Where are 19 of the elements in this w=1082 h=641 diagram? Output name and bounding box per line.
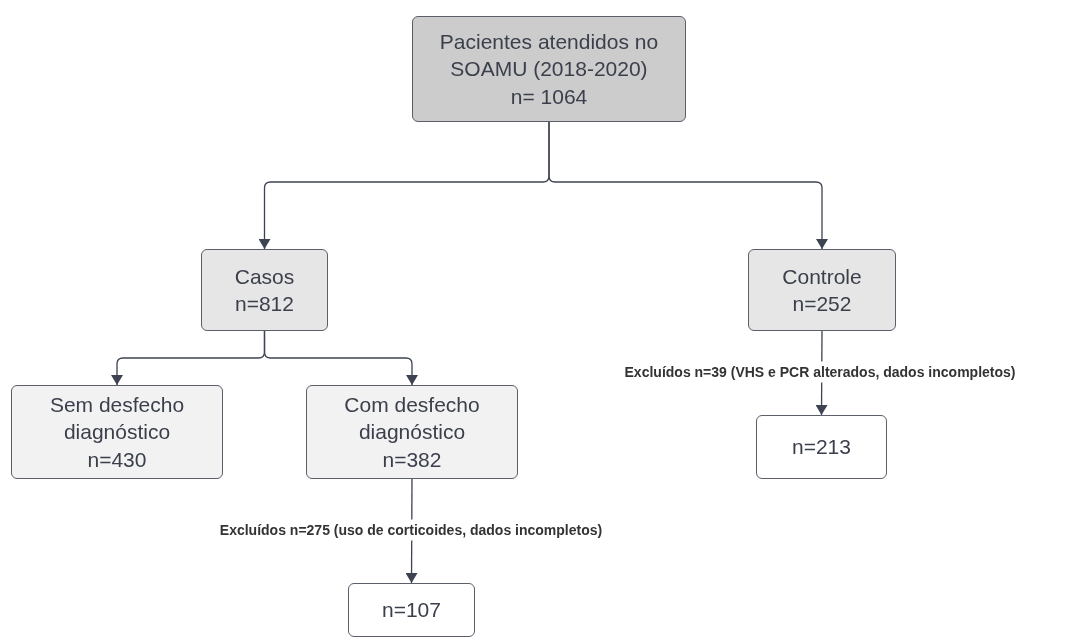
node-text: n= 1064 — [509, 83, 589, 110]
node-text: n=430 — [86, 446, 148, 473]
arrow — [548, 121, 828, 250]
process-box — [306, 385, 518, 479]
node-text: n=213 — [791, 434, 852, 461]
node-text: n=812 — [234, 291, 295, 317]
process-box — [348, 583, 475, 637]
node-text: Controle — [781, 263, 863, 290]
arrow — [263, 330, 418, 386]
node-text: n=107 — [381, 597, 442, 624]
node-text: Pacientes atendidos no SOAMU (2018-2020) — [438, 29, 660, 83]
node-text: Casos — [233, 263, 296, 290]
node-text: n=252 — [791, 291, 853, 317]
process-box — [412, 16, 686, 122]
node-text: n=382 — [381, 446, 443, 473]
process-box — [201, 249, 328, 331]
process-box — [756, 415, 887, 479]
process-box — [748, 249, 896, 331]
process-box — [11, 385, 223, 479]
